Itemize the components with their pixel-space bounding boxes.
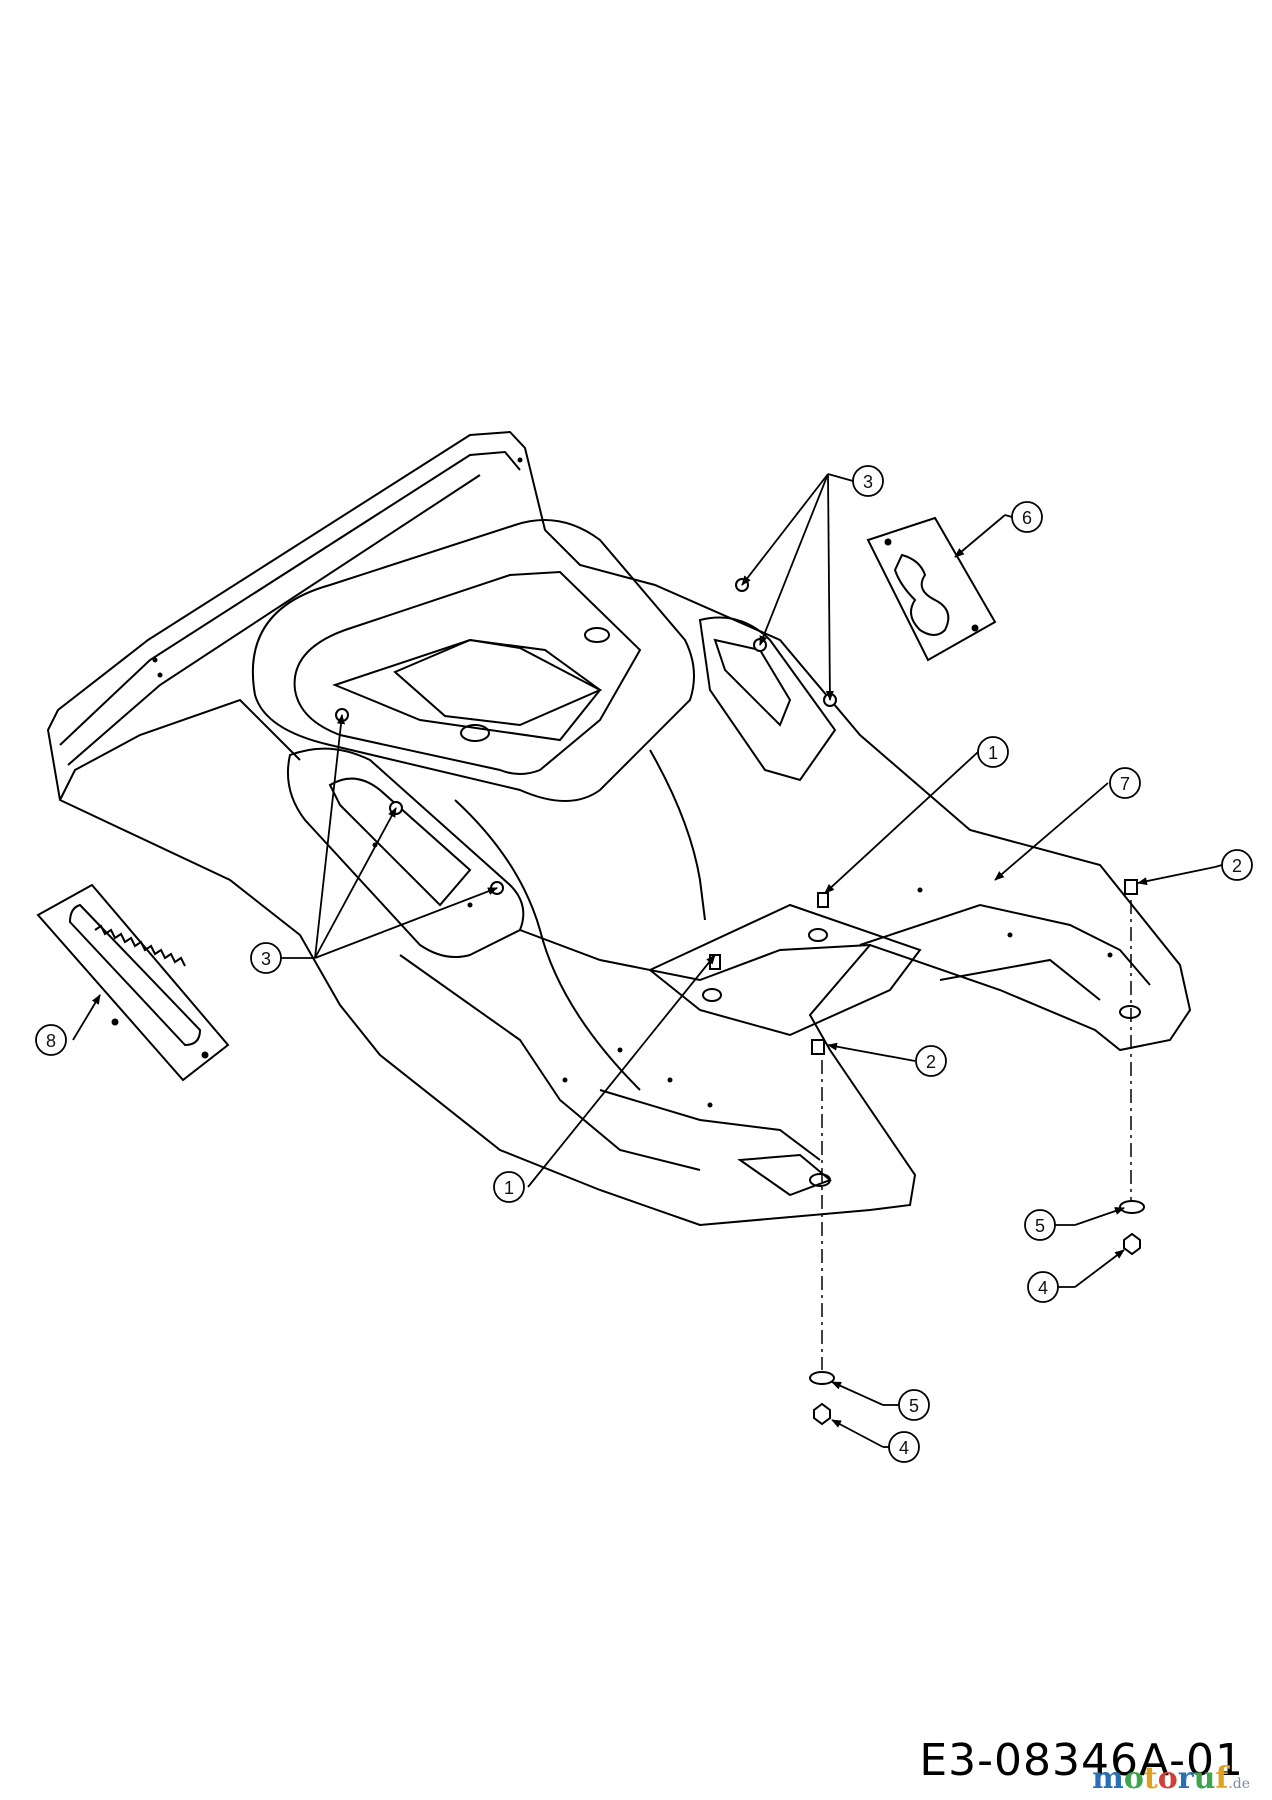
callout-2-right: 2 <box>1221 849 1253 881</box>
svg-text:5: 5 <box>909 1396 919 1416</box>
watermark-logo: motoruf.de <box>1092 1761 1250 1796</box>
svg-text:5: 5 <box>1035 1216 1045 1236</box>
svg-text:8: 8 <box>46 1031 56 1051</box>
callout-3-left: 3 <box>250 942 282 974</box>
callout-5-right: 5 <box>1024 1209 1056 1241</box>
part-6-plate <box>866 516 997 662</box>
svg-text:6: 6 <box>1022 508 1032 528</box>
svg-text:1: 1 <box>504 1178 514 1198</box>
watermark-letter: o <box>1123 1761 1144 1796</box>
svg-text:3: 3 <box>863 472 873 492</box>
svg-text:2: 2 <box>1232 856 1242 876</box>
callout-4-right: 4 <box>1027 1271 1059 1303</box>
watermark-text: motoruf <box>1092 1761 1228 1796</box>
callout-1-lower: 1 <box>493 1171 525 1203</box>
watermark-letter: u <box>1193 1761 1216 1796</box>
watermark-letter: f <box>1215 1761 1229 1796</box>
svg-text:3: 3 <box>261 949 271 969</box>
part-8-plate <box>36 883 230 1082</box>
callout-6: 6 <box>1011 501 1043 533</box>
drawing-number: E3-08346A-01 <box>919 1735 1244 1786</box>
svg-text:4: 4 <box>899 1438 909 1458</box>
svg-text:2: 2 <box>926 1052 936 1072</box>
assembly-axis-lines <box>821 900 1132 1370</box>
leader-lines <box>72 473 1216 1448</box>
callout-1-upper: 1 <box>977 736 1009 768</box>
svg-text:7: 7 <box>1120 774 1130 794</box>
watermark-letter: m <box>1092 1761 1124 1796</box>
callout-5-bottom: 5 <box>898 1389 930 1421</box>
callout-3-top: 3 <box>852 465 884 497</box>
watermark-letter: o <box>1157 1761 1178 1796</box>
watermark-letter: t <box>1143 1761 1158 1796</box>
watermark-letter: r <box>1177 1761 1194 1796</box>
lower-hardware <box>809 1200 1145 1426</box>
callout-7: 7 <box>1109 767 1141 799</box>
svg-text:4: 4 <box>1038 1278 1048 1298</box>
watermark-suffix: .de <box>1228 1776 1250 1792</box>
svg-text:1: 1 <box>988 743 998 763</box>
fasteners <box>335 578 1138 1055</box>
callout-4-bottom: 4 <box>888 1431 920 1463</box>
callout-8: 8 <box>35 1024 67 1056</box>
callouts: 3 3 6 1 7 2 2 8 1 5 4 5 4 <box>35 465 1253 1463</box>
callout-2-center: 2 <box>915 1045 947 1077</box>
body-fender <box>46 430 1192 1227</box>
